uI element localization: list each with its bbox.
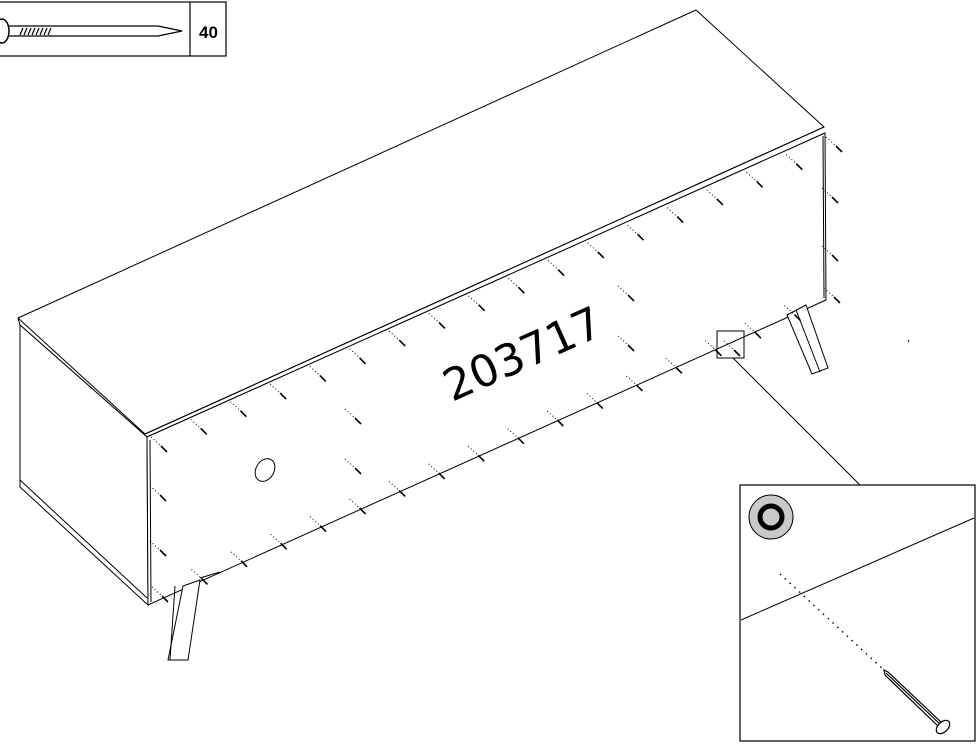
nail-mark <box>309 516 327 533</box>
nail-mark <box>507 428 525 445</box>
nail-mark <box>428 463 446 480</box>
tv-cabinet <box>17 9 829 661</box>
cable-hole <box>254 458 276 482</box>
nail-mark <box>546 410 564 427</box>
nail-mark <box>627 224 645 241</box>
nail-mark <box>547 260 565 277</box>
nail-mark <box>617 335 635 352</box>
cabinet-back-panel <box>146 132 827 606</box>
nail-mark <box>349 348 367 365</box>
nail-mark <box>269 383 287 400</box>
nail-mark <box>617 285 635 302</box>
nail-mark <box>666 207 684 224</box>
nail-mark <box>149 540 167 557</box>
nail-mark <box>785 154 803 171</box>
nail-markers <box>149 136 843 603</box>
nail-mark <box>344 408 362 425</box>
nail-mark <box>191 569 209 585</box>
nail-mark <box>508 277 525 294</box>
nail-mark <box>823 287 841 304</box>
nail-mark <box>230 551 248 568</box>
nail-mark <box>150 436 168 453</box>
nail-mark <box>428 313 446 330</box>
detail-view <box>739 484 976 742</box>
nail-mark <box>468 295 486 312</box>
stray-mark <box>907 339 910 343</box>
nail-mark <box>746 171 764 188</box>
nail-mark <box>587 242 605 259</box>
detail-nail-icon <box>883 668 951 735</box>
nail-mark <box>665 357 683 374</box>
nail-mark <box>586 393 604 410</box>
nail-mark <box>149 485 167 502</box>
nail-mark <box>626 375 643 392</box>
hammer-action-icon <box>748 494 794 540</box>
nail-mark <box>388 481 406 498</box>
nail-mark <box>190 418 208 435</box>
quantity-label: 40 <box>199 23 218 42</box>
nail-mark <box>467 445 485 462</box>
nail-mark <box>744 322 762 339</box>
nail-mark <box>388 330 406 347</box>
nail-mark <box>705 340 722 357</box>
nail-mark <box>230 401 247 418</box>
nail-mark <box>825 136 843 153</box>
nail-mark <box>821 187 839 204</box>
nail-mark <box>309 366 327 382</box>
nail-mark <box>784 305 802 322</box>
nail-mark <box>344 458 362 475</box>
nail-mark <box>706 189 724 206</box>
parts-box: 40 <box>0 1 227 57</box>
leg-front <box>167 579 201 661</box>
nail-mark <box>821 245 839 262</box>
nail-icon <box>0 18 183 44</box>
nail-mark <box>723 340 741 357</box>
nail-mark <box>270 533 288 550</box>
nail-mark <box>349 498 367 515</box>
detail-callout <box>716 330 861 486</box>
nail-mark <box>151 586 169 603</box>
